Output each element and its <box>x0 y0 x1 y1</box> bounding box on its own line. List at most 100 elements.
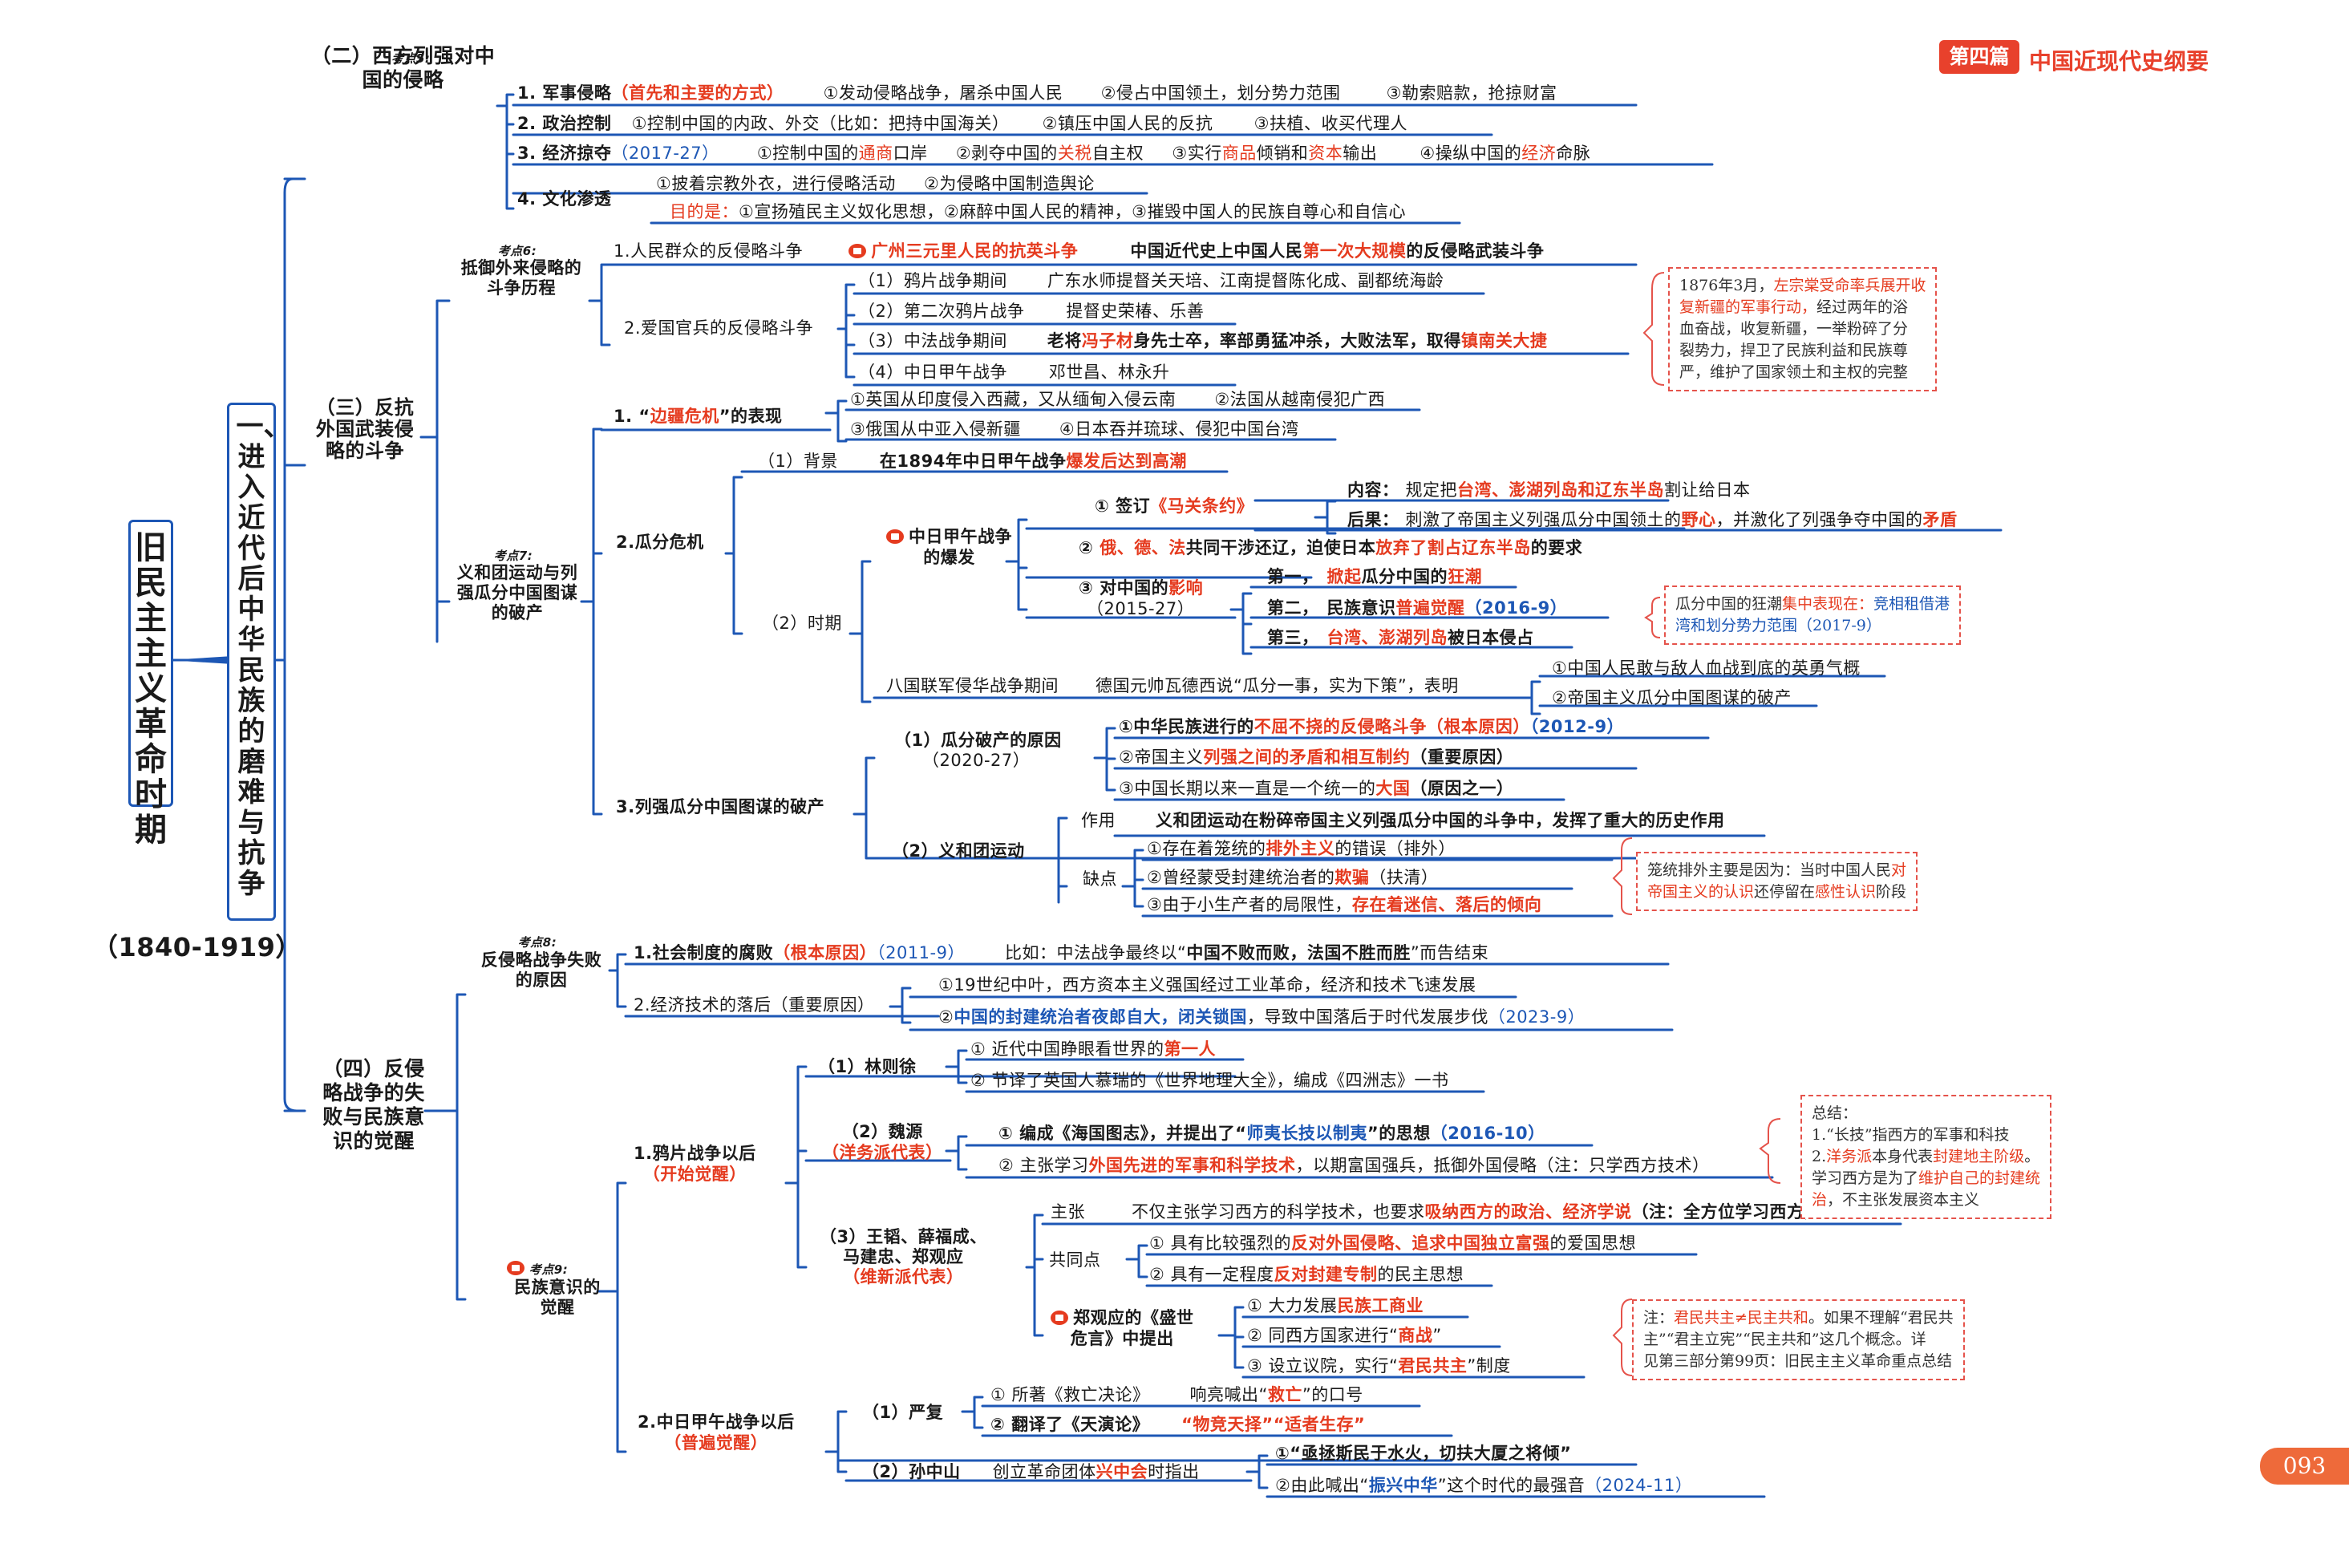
k9-sun-b2: 振兴中华 <box>1368 1476 1438 1495</box>
k6-note-l3: 血奋战，收复新疆，一举粉碎了分 <box>1679 320 1909 338</box>
k9-sun-b1: ②由此喊出“ <box>1275 1476 1369 1495</box>
k7-r2-shi: （2）时期 <box>762 614 842 633</box>
k9-x1a: ① 大力发展 <box>1247 1296 1338 1315</box>
root-box: 旧民主主义革命时期 <box>128 520 173 848</box>
k9-note1-l5a: 治 <box>1812 1191 1828 1209</box>
k7-y-a3: （根本原因） <box>1426 717 1530 736</box>
k9-wang-z1: 不仅主张学习西方的科学技术，也要求 <box>1132 1202 1425 1222</box>
root-arrow <box>168 656 233 664</box>
k9-wang-p2: 马建忠、郑观应 <box>843 1247 964 1266</box>
k7-r1-b: ②法国从越南侵犯广西 <box>1214 390 1386 409</box>
k9-x2: ② 同西方国家进行“商战” <box>1247 1325 1442 1346</box>
k8-r2-c4: （2023-9） <box>1488 1007 1586 1027</box>
k7-x1c: 瓜分中国的 <box>1361 567 1448 586</box>
k7-bgt2: 爆发后达到高潮 <box>1066 452 1187 471</box>
s2-r3-d1: ④操纵中国的 <box>1420 144 1522 163</box>
k7-r2-bg: （1）背景在1894年中日甲午战争爆发后达到高潮 <box>758 451 1187 472</box>
s2-r2: 2. 政治控制 ①控制中国的内政、外交（比如：把持中国海关） ②镇压中国人民的反… <box>517 113 1407 134</box>
k7-h-z: 作用义和团运动在粉碎帝国主义列强瓜分中国的斗争中，发挥了重大的历史作用 <box>1081 810 1725 831</box>
k7-m1-d: 后果：刺激了帝国主义列强瓜分中国领土的野心，并激化了列强争夺中国的矛盾 <box>1347 509 1958 530</box>
s2-r1-b: ②侵占中国领土，划分势力范围 <box>1100 83 1341 103</box>
k7-note: 瓜分中国的狂潮集中表现在：竞相租借港 湾和划分势力范围（2017-9） <box>1664 585 1962 645</box>
k9-g2b: 反对封建专制 <box>1274 1265 1378 1284</box>
k7-h-zl: 作用 <box>1081 811 1116 830</box>
k7-r3-note-l1a: 笼统排外主要是因为：当时中国人民 <box>1647 861 1892 879</box>
k6-r2-i2: （2）第二次鸦片战争提督史荣椿、乐善 <box>858 301 1204 322</box>
s2-title: （二）西方列强对中国的侵略 <box>310 44 496 91</box>
k9-note2-l1b: 君民共主≠民主共和 <box>1674 1309 1808 1327</box>
k8-title: 反侵略战争失败的原因 <box>480 950 602 990</box>
k9-yan-a2: 响亮喊出“ <box>1189 1385 1268 1404</box>
chapter-title: 一、进入近代后中华民族的磨难与抗争 <box>236 411 291 900</box>
s2-r3-c5: 输出 <box>1343 144 1378 163</box>
k7-m1-c2: 规定把 <box>1405 480 1457 500</box>
page-number: 093 <box>2260 1448 2349 1485</box>
k7-m3-x1: 第一，掀起瓜分中国的狂潮 <box>1267 566 1482 587</box>
k9-yan-b2: “物竞天择”“适者生存” <box>1181 1415 1366 1434</box>
k7-r3-note-l2a: 帝国主义的认识 <box>1647 883 1755 901</box>
k7-h-c1: ③由于小生产者的局限性， <box>1147 895 1352 914</box>
k8-r2-c2: 中国的封建统治者夜郎自大，闭关锁国 <box>954 1007 1247 1027</box>
k9-sun-t3: 时指出 <box>1148 1462 1200 1481</box>
k7-x1d: 狂潮 <box>1448 567 1482 586</box>
s2-r3-c1: ③实行 <box>1172 144 1222 163</box>
kao6-label: 考点6: <box>497 244 537 258</box>
k9-g1c: 的爱国思想 <box>1549 1234 1637 1253</box>
k9-note1-l3e: 。 <box>2024 1148 2040 1165</box>
k9-wei-a4: （2016-10） <box>1430 1124 1545 1143</box>
k7-m3-x2: 第二，民族意识普遍觉醒（2016-9） <box>1267 598 1567 618</box>
k9-sun-b: ②由此喊出“振兴中华”这个时代的最强音（2024-11） <box>1275 1475 1692 1496</box>
k8-r2-b: ①19世纪中叶，西方资本主义强国经过工业革命，经济和技术飞速发展 <box>938 975 1476 995</box>
s2-r3-h: （2017-27） <box>611 144 719 163</box>
k9-yan-a1: ① 所著《救亡决论》 <box>990 1385 1150 1404</box>
k7-m1-d2: 刺激了帝国主义列强瓜分中国领土的 <box>1405 510 1682 529</box>
k9-wei-a1: ① 编成《海国图志》，并提出了“ <box>998 1124 1247 1143</box>
k6-r1-n: 1.人民群众的反侵略斗争 <box>614 241 804 261</box>
k8-r1-d2: 中国不败而败，法国不胜而胜 <box>1186 943 1411 962</box>
k8-r1-b: （根本原因） <box>773 943 877 962</box>
k9-g2c: 的民主思想 <box>1377 1265 1464 1284</box>
k7-r3-note: 笼统排外主要是因为：当时中国人民对 帝国主义的认识还停留在感性认识阶段 <box>1636 852 1918 911</box>
k9-note2: 注：君民共主≠民主共和。如果不理解“君民共 主”“君主立宪”“民主共和”这几个概… <box>1632 1299 1965 1380</box>
k9-x1b: 民族工商业 <box>1337 1296 1424 1315</box>
kao8-label: 考点8: <box>517 935 557 950</box>
s3-title: （三）反抗外国武装侵略的斗争 <box>315 396 415 462</box>
s2-r1-h: （首先和主要的方式） <box>611 83 784 103</box>
k9-x3: ③ 设立议院，实行“君民共主”制度 <box>1247 1355 1511 1376</box>
k9-lin-a1: ① 近代中国睁眼看世界的 <box>970 1039 1164 1059</box>
k9-note1-l3d: 封建地主阶级 <box>1933 1148 2025 1165</box>
k6-i3-t4: 镇南关大捷 <box>1460 331 1548 350</box>
k6-r1-d2: 第一次大规模 <box>1302 241 1407 261</box>
k8-r1-d3: ”而告结束 <box>1410 943 1489 962</box>
s2-r3-d2: 经济 <box>1521 144 1557 163</box>
k9-o1: 1.鸦片战争以后（开始觉醒） <box>634 1143 756 1185</box>
kao7-label: 考点7: <box>493 549 533 563</box>
flag-icon <box>848 244 867 258</box>
s2-r1-n: 1. 军事侵略 <box>517 83 612 103</box>
k7-h-a2: 排外主义 <box>1266 839 1335 858</box>
k6-note-l2: 复新疆的军事行动， <box>1679 298 1817 316</box>
k9-zh1: 郑观应的《盛世 <box>1073 1308 1194 1327</box>
k9-yan-b: ② 翻译了《天演论》 “物竞天择”“适者生存” <box>990 1414 1365 1435</box>
k9-yan-b1: ② 翻译了《天演论》 <box>990 1415 1150 1434</box>
flag-icon <box>1051 1311 1068 1325</box>
k7-y-b: ②帝国主义列强之间的矛盾和相互制约（重要原因） <box>1119 747 1513 768</box>
k7-m3: ③ 对中国的影响 <box>1079 577 1203 598</box>
k9-sun-b3: ”这个时代的最强音 <box>1437 1476 1586 1495</box>
s2-r3-b1: ②剥夺中国的 <box>955 144 1058 163</box>
k7-war: 中日甲午战争的爆发 <box>886 526 1012 568</box>
k9-sun-t2: 兴中会 <box>1096 1462 1148 1481</box>
k7-m2-e: 的要求 <box>1530 538 1583 557</box>
k9-o2-n: 2.中日甲午战争以后 <box>638 1412 795 1432</box>
k6-i2-p: （2）第二次鸦片战争 <box>858 302 1025 321</box>
k9-note1-l4b: 维护自己的封建统 <box>1918 1169 2041 1187</box>
s2-r1-c: ③勒索赔款，抢掠财富 <box>1386 83 1557 103</box>
k7-title: 义和团运动与列强瓜分中国图谋的破产 <box>456 563 578 622</box>
k9-wang-g2: ② 具有一定程度反对封建专制的民主思想 <box>1149 1264 1464 1285</box>
k8-r2-c1: ② <box>938 1007 954 1027</box>
k9-note1-l2: 1.“长技”指西方的军事和科技 <box>1812 1126 2010 1144</box>
k7-r1-n: 1. “边疆危机”的表现 <box>614 406 783 427</box>
k9-x3a: ③ 设立议院，实行“ <box>1247 1356 1399 1376</box>
k7-h-a: ①存在着笼统的排外主义的错误（排外） <box>1147 838 1456 859</box>
